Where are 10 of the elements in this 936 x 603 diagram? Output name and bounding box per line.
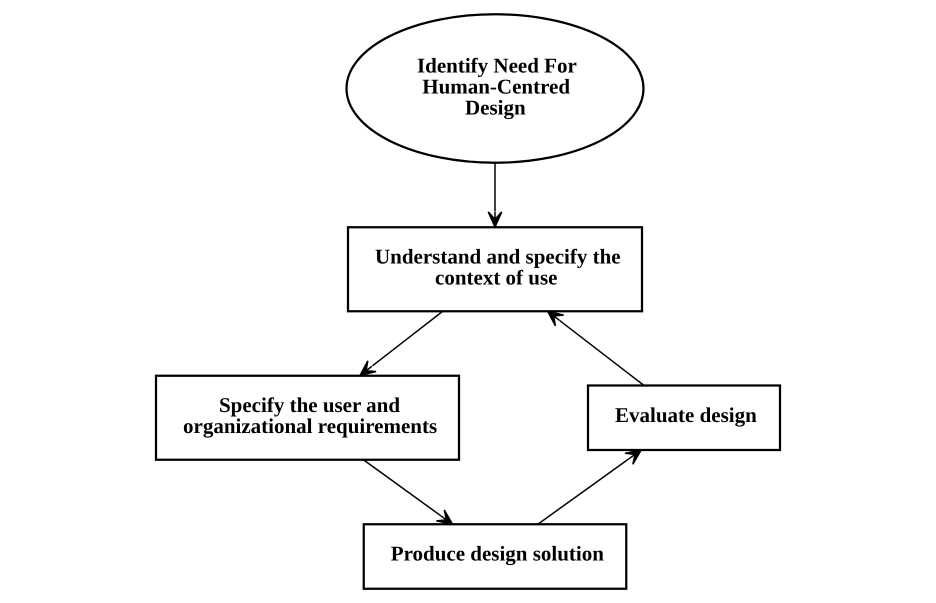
node-box: Evaluate design (586, 384, 782, 452)
arrow (359, 310, 444, 376)
arrow (488, 162, 502, 228)
node-box: Understand and specify the context of use (346, 226, 644, 312)
arrow (363, 459, 454, 525)
arrow (546, 310, 644, 386)
node-box: Produce design solution (362, 523, 628, 590)
node-ellipse: Identify Need For Human-Centred Design (345, 13, 645, 164)
node-box: Specify the user and organizational requirements (154, 374, 460, 461)
arrow (538, 449, 642, 524)
